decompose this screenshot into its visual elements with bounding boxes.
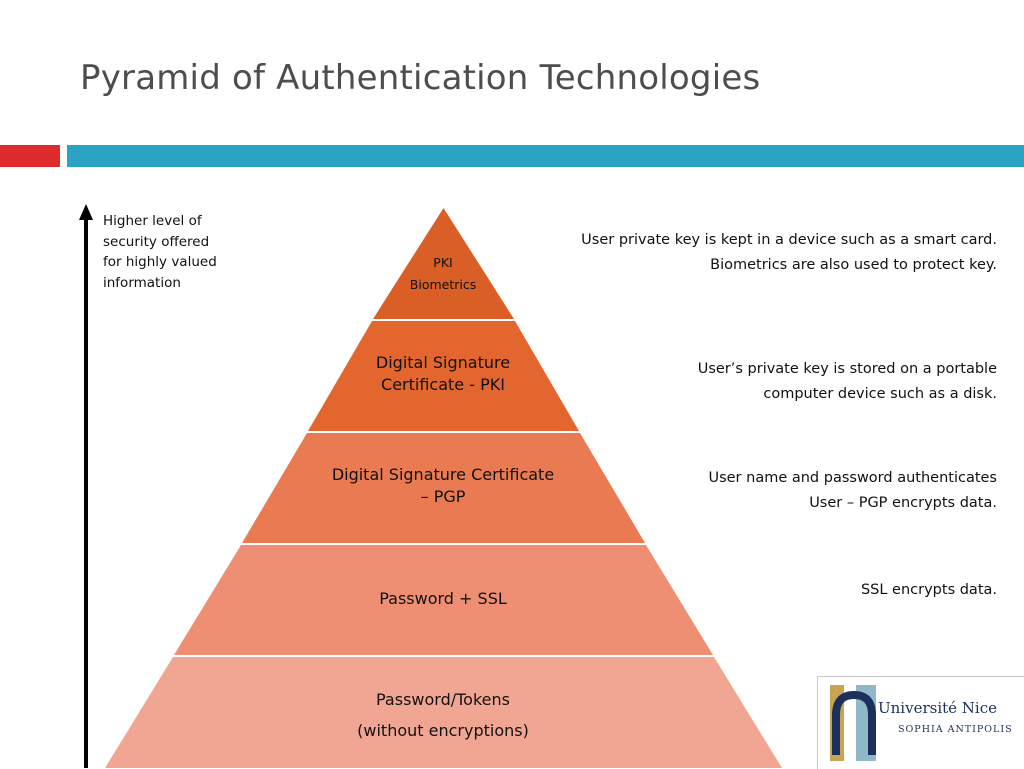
- university-logo-icon: [830, 685, 876, 761]
- security-level-arrow: [79, 204, 93, 768]
- logo-tagline: SOPHIA ANTIPOLIS: [898, 724, 1013, 735]
- tier-label-pki-biometrics: PKI Biometrics: [383, 252, 503, 296]
- description-line: User’s private key is stored on a portab…: [697, 361, 997, 377]
- pyramid-tier-pki-biometrics: [373, 208, 514, 319]
- tier-label-line: Digital Signature Certificate: [331, 465, 555, 484]
- tier-label-line: Certificate - PKI: [381, 375, 505, 394]
- tier-label-line: – PGP: [420, 487, 466, 506]
- description-dsc-pki: User’s private key is stored on a portab…: [517, 357, 997, 407]
- pyramid-tier-dsc-pgp: [242, 433, 645, 543]
- university-logo: Université Nice SOPHIA ANTIPOLIS: [817, 676, 1024, 769]
- description-line: User private key is kept in a device suc…: [581, 232, 997, 248]
- tier-label-dsc-pki: Digital Signature Certificate - PKI: [333, 352, 553, 396]
- tier-label-password-tokens: Password/Tokens (without encryptions): [293, 684, 593, 746]
- tier-label-line: Password/Tokens: [376, 690, 510, 709]
- tier-label-line: Digital Signature: [375, 353, 511, 372]
- description-line: User – PGP encrypts data.: [809, 495, 997, 511]
- tier-label-line: Biometrics: [409, 277, 477, 292]
- description-password-ssl: SSL encrypts data.: [517, 578, 997, 603]
- description-line: Biometrics are also used to protect key.: [710, 257, 997, 273]
- description-pki-biometrics: User private key is kept in a device suc…: [517, 228, 997, 278]
- security-level-note: Higher level of security offered for hig…: [103, 213, 217, 291]
- description-dsc-pgp: User name and password authenticates Use…: [517, 466, 997, 516]
- tier-label-line: (without encryptions): [357, 721, 529, 740]
- tier-label-dsc-pgp: Digital Signature Certificate – PGP: [293, 464, 593, 508]
- accent-bar-red: [0, 145, 60, 167]
- description-line: SSL encrypts data.: [860, 582, 997, 598]
- accent-bar-blue: [67, 145, 1024, 167]
- pyramid-tier-password-ssl: [174, 545, 713, 655]
- tier-label-line: PKI: [433, 255, 453, 270]
- slide-title: Pyramid of Authentication Technologies: [80, 58, 761, 98]
- description-line: User name and password authenticates: [708, 470, 997, 486]
- pyramid-tier-password-tokens: [105, 657, 782, 768]
- description-line: computer device such as a disk.: [763, 386, 997, 402]
- tier-label-password-ssl: Password + SSL: [293, 588, 593, 610]
- logo-name: Université Nice: [878, 699, 997, 717]
- tier-label-line: Password + SSL: [379, 589, 507, 608]
- pyramid-tier-dsc-pki: [308, 321, 579, 431]
